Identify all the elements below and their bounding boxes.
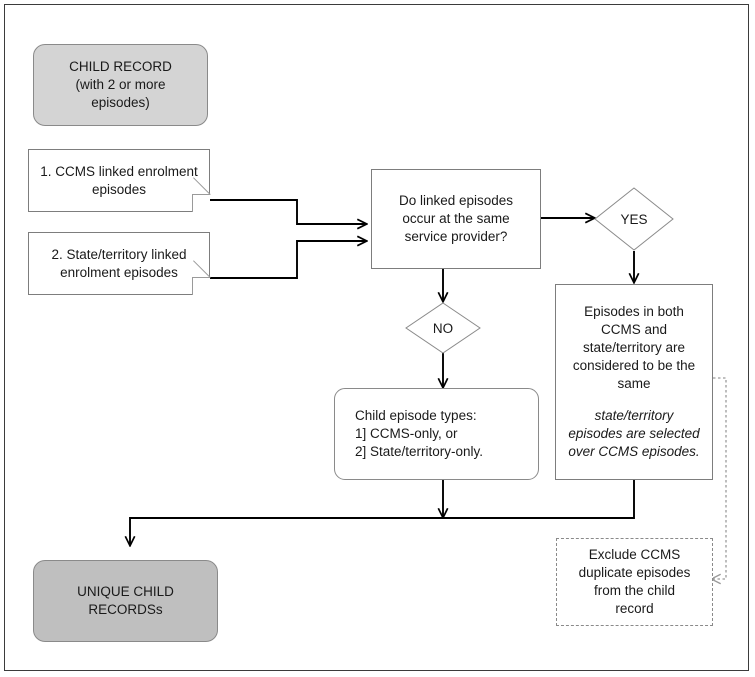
node-child-episode-types-text: Child episode types: 1] CCMS-only, or 2]… [355,407,483,461]
question-line-2: occur at the same [402,211,510,227]
start-line-3: episodes) [91,94,150,110]
episodes-emphasis-3: over CCMS episodes. [568,444,700,460]
episodes-line-5: same [617,375,651,391]
node-linked-episodes-question[interactable]: Do linked episodes occur at the same ser… [371,169,541,269]
exclude-line-1: Exclude CCMS [588,547,681,563]
document-fold-icon [192,277,210,295]
start-line-2: (with 2 or more [75,77,166,93]
episode-types-line-2: 1] CCMS-only, or [355,426,458,442]
end-line-1: UNIQUE CHILD [77,584,174,600]
node-no-decision[interactable]: NO [405,302,481,354]
node-episodes-considered-same[interactable]: Episodes in both CCMS and state/territor… [555,284,713,480]
no-label: NO [432,320,454,336]
yes-diamond-shape [594,187,674,251]
no-diamond-shape [405,302,481,354]
question-line-3: service provider? [404,228,508,244]
episode-types-line-3: 2] State/territory-only. [355,443,484,459]
episodes-emphasis-2: episodes are selected [568,426,700,442]
episodes-line-2: CCMS and [600,321,668,337]
end-line-2: RECORDSs [88,602,163,617]
node-unique-child-records-text: UNIQUE CHILD RECORDSs [77,583,174,619]
yes-label: YES [620,211,648,227]
input-ccms-line-1: 1. CCMS linked enrolment [40,163,198,179]
exclude-line-4: record [615,600,654,616]
node-input-ccms-episodes[interactable]: 1. CCMS linked enrolment episodes [28,149,211,212]
exclude-line-2: duplicate episodes [578,565,691,581]
node-exclude-duplicates[interactable]: Exclude CCMS duplicate episodes from the… [556,538,713,626]
start-line-1: CHILD RECORD [69,59,172,75]
episodes-emphasis-1: state/territory [594,408,674,424]
node-input-ccms-text: 1. CCMS linked enrolment episodes [40,163,198,199]
node-child-record-start[interactable]: CHILD RECORD (with 2 or more episodes) [33,44,208,126]
node-input-state-text: 2. State/territory linked enrolment epis… [51,246,186,282]
node-episodes-considered-same-text: Episodes in both CCMS and state/territor… [568,303,699,462]
episodes-line-1: Episodes in both [584,303,684,319]
node-input-state-episodes[interactable]: 2. State/territory linked enrolment epis… [28,232,211,295]
input-state-line-1: 2. State/territory linked [51,246,187,262]
node-unique-child-records-end[interactable]: UNIQUE CHILD RECORDSs [33,560,218,642]
document-fold-line-icon [193,260,211,278]
input-ccms-line-2: episodes [91,181,147,197]
document-fold-icon [192,194,210,212]
node-linked-episodes-question-text: Do linked episodes occur at the same ser… [399,192,513,246]
episodes-line-3: state/territory are [582,339,686,355]
node-exclude-duplicates-text: Exclude CCMS duplicate episodes from the… [579,546,691,618]
exclude-line-3: from the child [593,583,676,598]
episodes-line-4: considered to be the [572,357,696,373]
node-yes-decision[interactable]: YES [594,187,674,251]
node-child-episode-types[interactable]: Child episode types: 1] CCMS-only, or 2]… [334,388,539,480]
episode-types-line-1: Child episode types: [355,408,477,424]
question-line-1: Do linked episodes [398,193,514,209]
input-state-line-2: enrolment episodes [60,264,178,280]
node-child-record-start-text: CHILD RECORD (with 2 or more episodes) [69,58,172,112]
